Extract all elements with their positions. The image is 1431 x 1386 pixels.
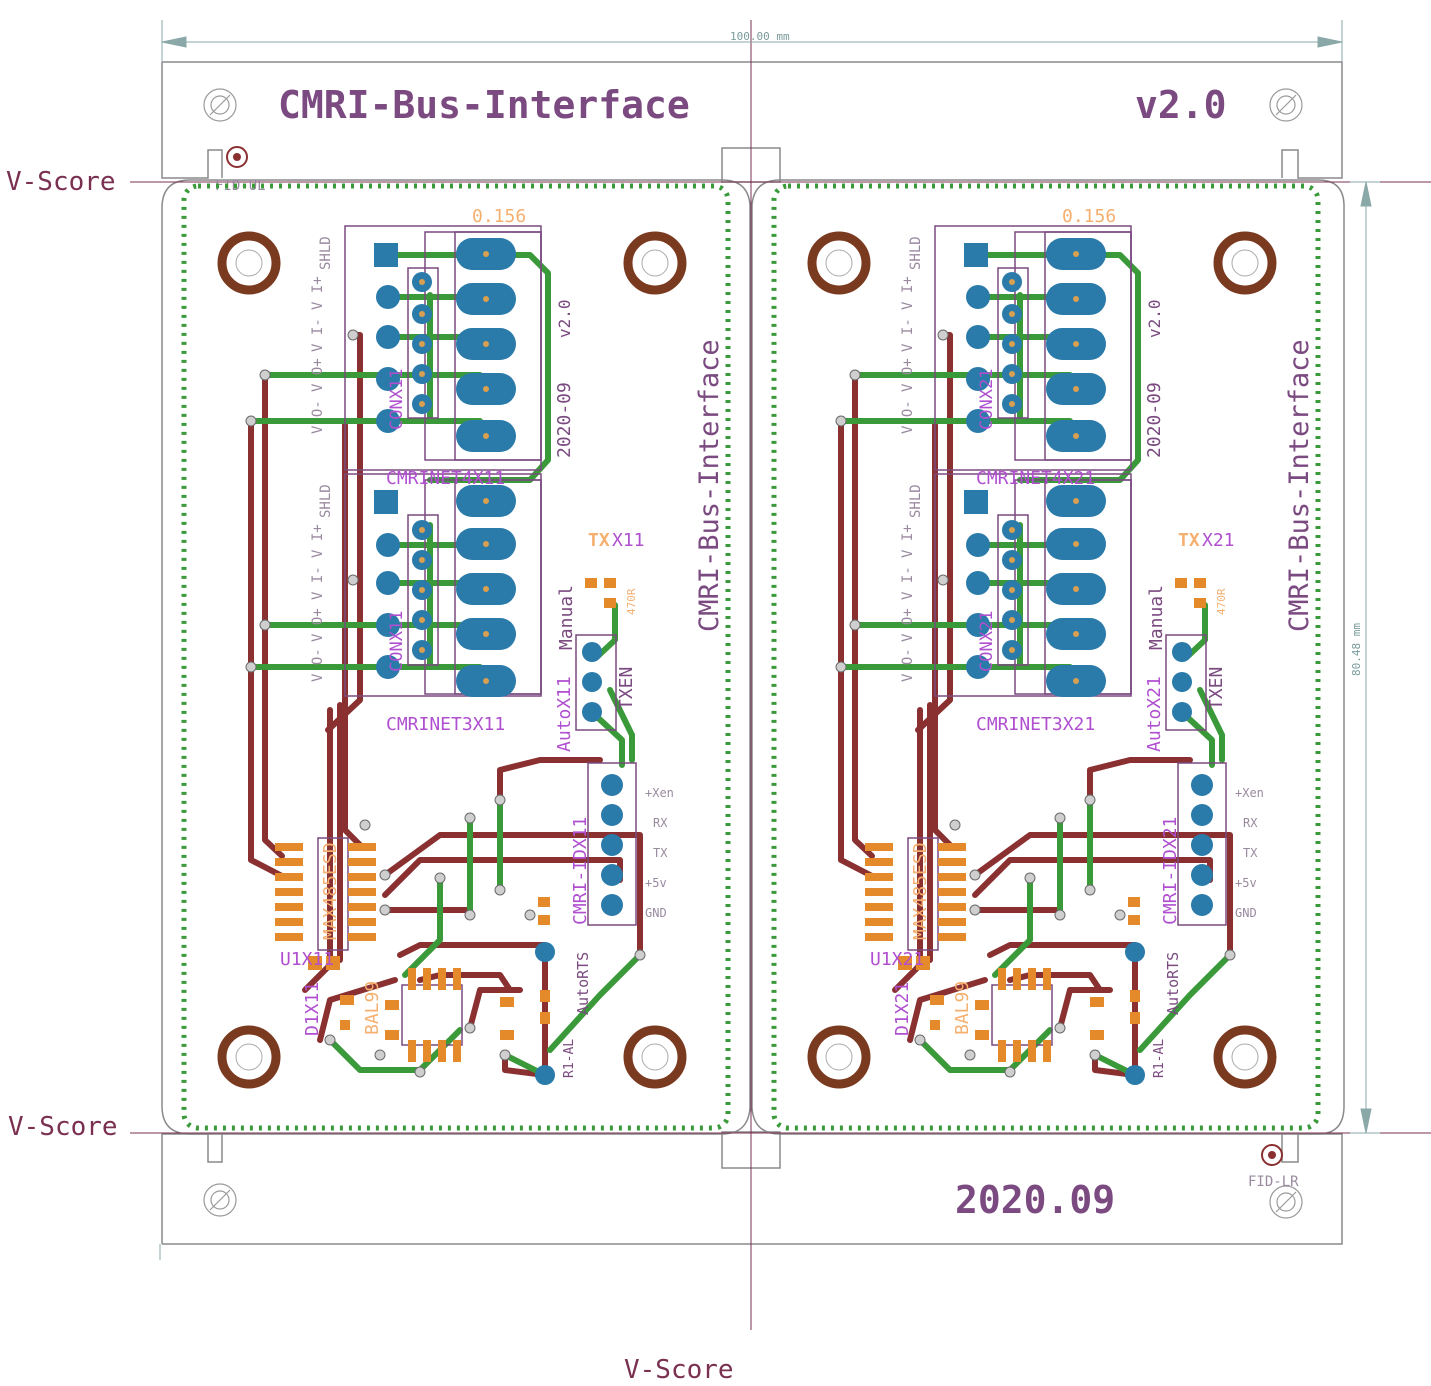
panel-date: 2020.09 <box>955 1178 1115 1222</box>
conx-label-2: CONX11 <box>387 611 407 672</box>
fid-ul-label: FID-UL <box>215 178 266 194</box>
sw-ref-label: AutoX21 <box>1144 676 1165 752</box>
txen-label: TXEN <box>616 667 637 710</box>
idx-ref-label: CMRI-IDX21 <box>1160 817 1181 925</box>
res-val-label: 470R <box>1215 588 1228 615</box>
dim-width: 100.00 mm <box>730 30 790 43</box>
con3-label: CMRINET3X21 <box>976 714 1095 735</box>
r1-label: R1-AL <box>1152 1039 1167 1078</box>
autorts-label: AutoRTS <box>574 952 592 1015</box>
res-val-label: 470R <box>625 588 638 615</box>
board-side-title: CMRI-Bus-Interface <box>1284 339 1315 632</box>
con3-label: CMRINET3X11 <box>386 714 505 735</box>
con4-label: CMRINET4X11 <box>386 468 505 489</box>
fiducials <box>226 146 1283 1166</box>
board-version-label: v2.0 <box>1145 299 1164 338</box>
idx-ref-label: CMRI-IDX11 <box>570 817 591 925</box>
fiducial-lr-icon <box>1261 1144 1283 1166</box>
con4-label: CMRINET4X21 <box>976 468 1095 489</box>
r1-label: R1-AL <box>562 1039 577 1078</box>
ic-name-label: MAX485ESD <box>910 842 931 940</box>
conx-label-2: CONX21 <box>977 611 997 672</box>
dim-height: 80.48 mm <box>1350 623 1363 676</box>
tx-led-label: TX <box>588 530 610 551</box>
diode-val-label: BAL99 <box>362 981 383 1035</box>
tx-ref-label: X11 <box>612 530 645 551</box>
board-side-title: CMRI-Bus-Interface <box>694 339 725 632</box>
ic-ref-label: U1X21 <box>870 949 924 970</box>
board-date-label: 2020-09 <box>554 382 575 458</box>
tx-ref-label: X21 <box>1202 530 1235 551</box>
vscore-label-center: V-Score <box>624 1355 734 1385</box>
fiducial-ul-icon <box>226 146 248 168</box>
board-left-graphics <box>184 186 728 1128</box>
autorts-label: AutoRTS <box>1164 952 1182 1015</box>
diode-ref-label: D1X21 <box>892 982 913 1036</box>
conx-label: CONX21 <box>977 369 997 430</box>
board-left: CMRI-Bus-Interface 2020-09 v2.0 0.156 CM… <box>280 206 725 1078</box>
pitch-top-label: 0.156 <box>1062 206 1116 227</box>
panel-version: v2.0 <box>1135 83 1227 127</box>
dimension-lines <box>159 20 1380 1260</box>
vscore-lines <box>130 20 1431 1330</box>
ic-ref-label: U1X11 <box>280 949 334 970</box>
board-right-graphics <box>774 186 1318 1128</box>
pitch-top-label: 0.156 <box>472 206 526 227</box>
board-version-label: v2.0 <box>555 299 574 338</box>
manual-label: Manual <box>1146 585 1167 650</box>
board-right: CMRI-Bus-Interface 2020-09 v2.0 0.156 CM… <box>870 206 1315 1078</box>
diode-ref-label: D1X11 <box>302 982 323 1036</box>
board-date-label: 2020-09 <box>1144 382 1165 458</box>
ic-name-label: MAX485ESD <box>320 842 341 940</box>
tx-led-label: TX <box>1178 530 1200 551</box>
diode-val-label: BAL99 <box>952 981 973 1035</box>
rail-holes <box>203 88 1303 1219</box>
vscore-label-bottom: V-Score <box>8 1112 118 1142</box>
txen-label: TXEN <box>1206 667 1227 710</box>
manual-label: Manual <box>556 585 577 650</box>
conx-label: CONX11 <box>387 369 407 430</box>
sw-ref-label: AutoX11 <box>554 676 575 752</box>
fid-lr-label: FID-LR <box>1248 1174 1299 1190</box>
vscore-label-top: V-Score <box>6 167 116 197</box>
panel-title: CMRI-Bus-Interface <box>278 83 690 127</box>
